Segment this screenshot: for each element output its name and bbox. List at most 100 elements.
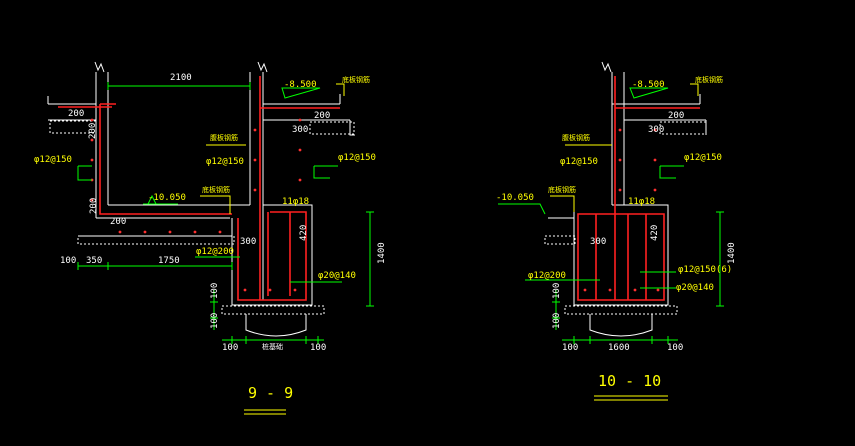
right-slab	[263, 94, 355, 136]
dim-200: 200	[668, 111, 684, 121]
elevation-mid: -10.050	[148, 193, 186, 203]
dim-300: 300	[648, 125, 664, 135]
dim-line	[366, 211, 374, 307]
note-label: 底板钢筋	[202, 185, 230, 194]
left-wall-outline	[95, 72, 109, 218]
pit-outline	[548, 204, 669, 306]
section-9-9: 2100 200 200 200 200 200 300 300 420 100…	[34, 61, 387, 415]
mid-wall-outline	[249, 72, 264, 300]
elev-mark	[498, 203, 546, 215]
rebar-label: φ20@140	[318, 271, 356, 281]
note-label: 底板钢筋	[695, 75, 723, 84]
hatch-block	[659, 121, 707, 135]
dim-100: 100	[210, 313, 220, 329]
rebar-pit	[237, 211, 307, 301]
note-label: 底板钢筋	[548, 185, 576, 194]
rebar-mid	[259, 76, 340, 300]
dim-420: 420	[650, 225, 660, 241]
dim-200: 200	[89, 198, 99, 214]
dim-300: 300	[292, 125, 308, 135]
break-line	[257, 61, 268, 73]
pile-label: 桩基础	[262, 342, 283, 351]
dim-200: 200	[110, 217, 126, 227]
dim-2100: 2100	[170, 73, 192, 83]
wall-outline	[611, 72, 707, 205]
hatch-bed	[77, 235, 235, 245]
dim-200: 200	[314, 111, 330, 121]
dim-100: 100	[667, 343, 683, 353]
dim-100: 100	[310, 343, 326, 353]
rebar-label: φ12@150	[338, 153, 376, 163]
hatch-bed	[544, 235, 576, 245]
rebar-stirrup	[595, 214, 647, 300]
break-line	[94, 61, 105, 73]
dim-100: 100	[552, 313, 562, 329]
dim-300: 300	[240, 237, 256, 247]
elev-mark	[629, 87, 669, 99]
dim-line	[107, 82, 251, 90]
elev-mark	[281, 87, 321, 99]
leader	[200, 83, 345, 214]
left-ledge	[47, 96, 96, 121]
rebar-label: φ20@140	[676, 283, 714, 293]
dim-100: 100	[60, 256, 76, 266]
dim-200: 200	[68, 109, 84, 119]
rebar-label: 11φ18	[282, 197, 309, 207]
rebar-label: φ12@150	[34, 155, 72, 165]
leader	[640, 271, 676, 289]
dim-100: 100	[552, 283, 562, 299]
dim-420: 420	[299, 225, 309, 241]
dim-line	[222, 336, 324, 344]
dim-100: 100	[222, 343, 238, 353]
dim-line	[552, 290, 560, 330]
rebar-label: φ12@150	[560, 157, 598, 167]
dim-1400: 1400	[377, 242, 387, 264]
note-label: 腹板钢筋	[562, 133, 590, 142]
rebar-left	[58, 103, 232, 215]
title-underline	[244, 409, 286, 415]
dim-350: 350	[86, 256, 102, 266]
break-line	[601, 61, 612, 73]
section-title: 9 - 9	[248, 384, 293, 402]
hatch-bed	[221, 305, 325, 315]
pit-outline	[231, 204, 313, 306]
dim-line	[716, 211, 724, 307]
dim-200: 200	[88, 123, 98, 139]
elevation-top: -8.500	[632, 80, 665, 90]
section-title: 10 - 10	[598, 372, 661, 390]
note-label: 腹板钢筋	[210, 133, 238, 142]
rebar-dots	[583, 128, 660, 292]
rebar-pit	[577, 213, 665, 301]
dim-1400: 1400	[727, 242, 737, 264]
hatch-block	[49, 120, 97, 134]
rebar-stirrup	[267, 212, 291, 296]
elevation-mid: -10.050	[496, 193, 534, 203]
rebar-label: φ12@200	[528, 271, 566, 281]
leader	[313, 165, 338, 179]
dim-line	[562, 336, 678, 344]
hatch-bed	[564, 305, 678, 315]
title-underline	[594, 395, 668, 401]
note-label: 底板钢筋	[342, 75, 370, 84]
rebar-label: φ12@150	[684, 153, 722, 163]
leader	[77, 165, 92, 181]
rebar-wall	[614, 76, 700, 300]
rebar-label: φ12@150	[206, 157, 244, 167]
pile-outline	[589, 314, 653, 337]
dim-1600: 1600	[608, 343, 630, 353]
bottom-slab	[78, 204, 250, 237]
rebar-label: φ12@150(6)	[678, 265, 732, 275]
pile-outline	[245, 314, 307, 337]
dim-line	[210, 290, 218, 330]
dim-100: 100	[210, 283, 220, 299]
rebar-dots	[90, 118, 302, 292]
elevation-top: -8.500	[284, 80, 317, 90]
dim-300: 300	[590, 237, 606, 247]
dim-line	[77, 262, 233, 270]
hatch-block	[309, 121, 355, 135]
dim-1750: 1750	[158, 256, 180, 266]
rebar-label: φ12@200	[196, 247, 234, 257]
leader	[659, 165, 684, 179]
section-10-10: 200 300 300 420 100 1600 100 100 100 140…	[496, 61, 737, 401]
